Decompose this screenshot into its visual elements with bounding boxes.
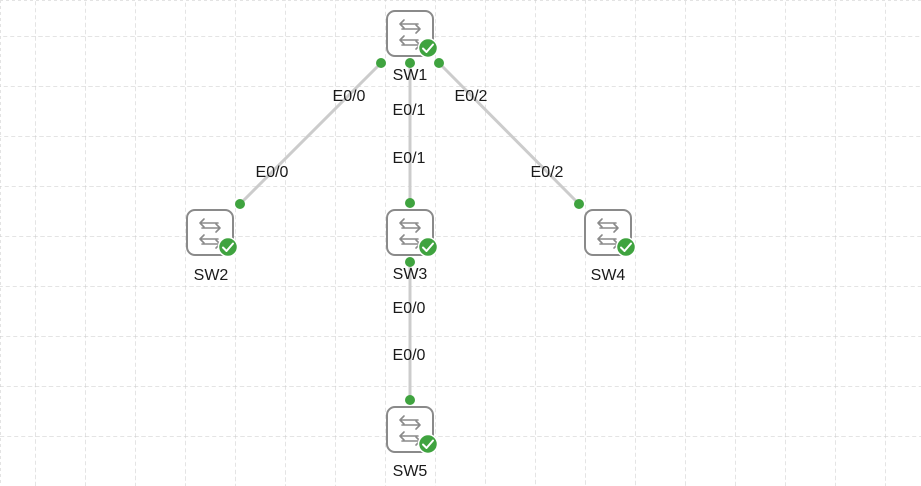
port-label-sw1-e0-1: E0/1	[393, 102, 426, 119]
port-label-sw3-e0-0: E0/0	[393, 300, 426, 317]
port-dot-sw3-e0-0[interactable]	[405, 257, 415, 267]
device-label-sw5: SW5	[393, 463, 428, 480]
port-labels-layer: E0/0 E0/0 E0/1 E0/1 E0/2 E0/2 E0/0 E0/0	[256, 88, 564, 364]
device-label-sw3: SW3	[393, 266, 428, 283]
status-running-icon	[417, 236, 439, 258]
port-dot-sw1-e0-2[interactable]	[434, 58, 444, 68]
port-label-sw3-e0-1: E0/1	[393, 150, 426, 167]
status-running-icon	[417, 37, 439, 59]
device-sw2[interactable]	[186, 209, 239, 258]
link-sw1-sw2[interactable]	[238, 61, 383, 206]
status-running-icon	[417, 433, 439, 455]
port-dots-layer	[235, 58, 584, 405]
port-label-sw1-e0-0: E0/0	[333, 88, 366, 105]
port-label-sw2-e0-0: E0/0	[256, 164, 289, 181]
device-sw5[interactable]	[386, 406, 439, 455]
device-label-sw2: SW2	[194, 267, 229, 284]
port-dot-sw3-e0-1[interactable]	[405, 198, 415, 208]
links-layer	[238, 61, 581, 400]
port-dot-sw4-e0-2[interactable]	[574, 199, 584, 209]
link-sw1-sw4[interactable]	[437, 61, 581, 206]
port-label-sw1-e0-2: E0/2	[455, 88, 488, 105]
port-label-sw5-e0-0: E0/0	[393, 347, 426, 364]
device-sw3[interactable]	[386, 209, 439, 258]
port-dot-sw1-e0-0[interactable]	[376, 58, 386, 68]
port-dot-sw1-e0-1[interactable]	[405, 58, 415, 68]
status-running-icon	[217, 236, 239, 258]
port-dot-sw2-e0-0[interactable]	[235, 199, 245, 209]
device-label-sw1: SW1	[393, 67, 428, 84]
port-label-sw4-e0-2: E0/2	[531, 164, 564, 181]
device-label-sw4: SW4	[591, 267, 626, 284]
status-running-icon	[615, 236, 637, 258]
device-sw1[interactable]	[386, 10, 439, 59]
device-sw4[interactable]	[584, 209, 637, 258]
port-dot-sw5-e0-0[interactable]	[405, 395, 415, 405]
